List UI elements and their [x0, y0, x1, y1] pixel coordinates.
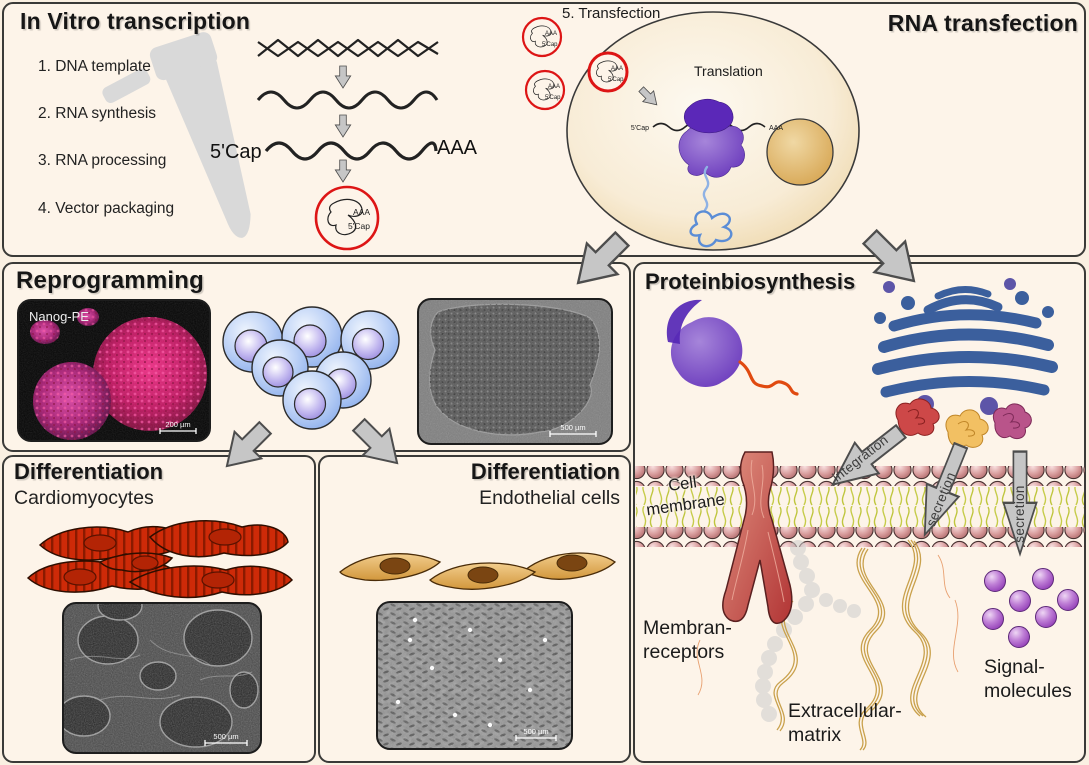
scale-bar [159, 428, 197, 434]
secreted-strand-icon [755, 540, 861, 722]
rna-vector-icon: AAA 5'Cap [521, 16, 563, 58]
rna-vector-icon: AAA 5'Cap [314, 185, 380, 251]
step-transfection: 5. Transfection [562, 5, 661, 22]
svg-text:AAA: AAA [769, 125, 783, 132]
svg-text:5'Cap: 5'Cap [542, 42, 558, 48]
step-rna-synthesis: 2. RNA synthesis [38, 105, 157, 122]
svg-text:500 µm: 500 µm [523, 727, 548, 736]
svg-text:5'Cap: 5'Cap [608, 77, 624, 83]
rna-strand-icon [256, 90, 439, 110]
down-arrow-icon [334, 159, 352, 183]
reprogramming-title: Reprogramming [16, 267, 204, 294]
dna-helix-icon [257, 38, 439, 58]
phase-contrast-micrograph: 500 µm [417, 298, 613, 445]
signal-molecules-label: Signal- molecules [984, 656, 1072, 703]
polya-label: AAA [437, 137, 478, 159]
invitro-title: In Vitro transcription [20, 8, 251, 34]
cardiomyocyte-cells [26, 520, 294, 599]
flow-arrow-to-cardiomyocytes [212, 413, 280, 481]
fluorescence-micrograph: 200 µm Nanog-PE [17, 299, 211, 442]
svg-text:500 µm: 500 µm [213, 732, 238, 741]
scale-bar [549, 431, 597, 437]
ribosome-icon [678, 98, 745, 178]
cardiomyocytes-subtitle: Cardiomyocytes [14, 487, 154, 509]
stem-cell-cluster [222, 306, 400, 430]
protein-molecules [895, 398, 1032, 448]
cap-label: 5'Cap [210, 141, 262, 163]
svg-text:AAA: AAA [548, 84, 560, 90]
tem-micrograph: 500 µm [62, 602, 262, 754]
svg-text:AAA: AAA [353, 207, 370, 217]
svg-text:5'Cap: 5'Cap [631, 125, 649, 132]
down-arrow-icon [334, 114, 352, 138]
nucleus [766, 118, 834, 186]
step-rna-processing: 3. RNA processing [38, 152, 167, 169]
translation-label: Translation [694, 63, 763, 79]
endothelial-title: Differentiation [470, 459, 620, 484]
scale-bar [515, 735, 557, 741]
rna-transfection-title: RNA transfection [887, 10, 1078, 36]
svg-text:Nanog-PE: Nanog-PE [29, 309, 89, 324]
rna-vector-icon: AAA 5'Cap [524, 69, 566, 111]
svg-text:200 µm: 200 µm [165, 420, 190, 429]
microtube-icon [102, 32, 251, 238]
svg-text:5'Cap: 5'Cap [348, 221, 370, 231]
nascent-peptide-icon [689, 165, 733, 248]
svg-text:AAA: AAA [545, 31, 557, 37]
extracellular-matrix-label: Extracellular- matrix [788, 700, 902, 747]
secretion-label: secretion [1012, 485, 1027, 542]
down-arrow-icon [334, 65, 352, 89]
step-vector-packaging: 4. Vector packaging [38, 200, 175, 217]
endothelial-subtitle: Endothelial cells [479, 487, 620, 509]
signal-molecules [982, 568, 1079, 648]
mrna-squiggle-icon [738, 360, 799, 396]
ribosome-icon [666, 299, 799, 396]
membrane-receptor-icon [722, 451, 793, 625]
scale-bar [204, 740, 248, 746]
rna-vector-entering-icon: AAA 5'Cap [587, 51, 629, 93]
cardiomyocytes-title: Differentiation [14, 459, 164, 484]
proteinbiosynthesis-title: Proteinbiosynthesis [645, 269, 856, 294]
svg-text:500 µm: 500 µm [560, 423, 585, 432]
flow-arrow-to-reprogramming [561, 222, 639, 300]
step-dna-template: 1. DNA template [38, 58, 151, 75]
membrane-receptors-label: Membran- receptors [643, 617, 732, 664]
svg-text:5'Cap: 5'Cap [545, 95, 561, 101]
svg-text:AAA: AAA [611, 66, 623, 72]
endothelial-micrograph: 500 µm [376, 601, 573, 750]
endothelial-cells [339, 552, 617, 590]
capped-rna-strand-icon [264, 141, 438, 161]
golgi-apparatus-icon [872, 278, 1058, 415]
